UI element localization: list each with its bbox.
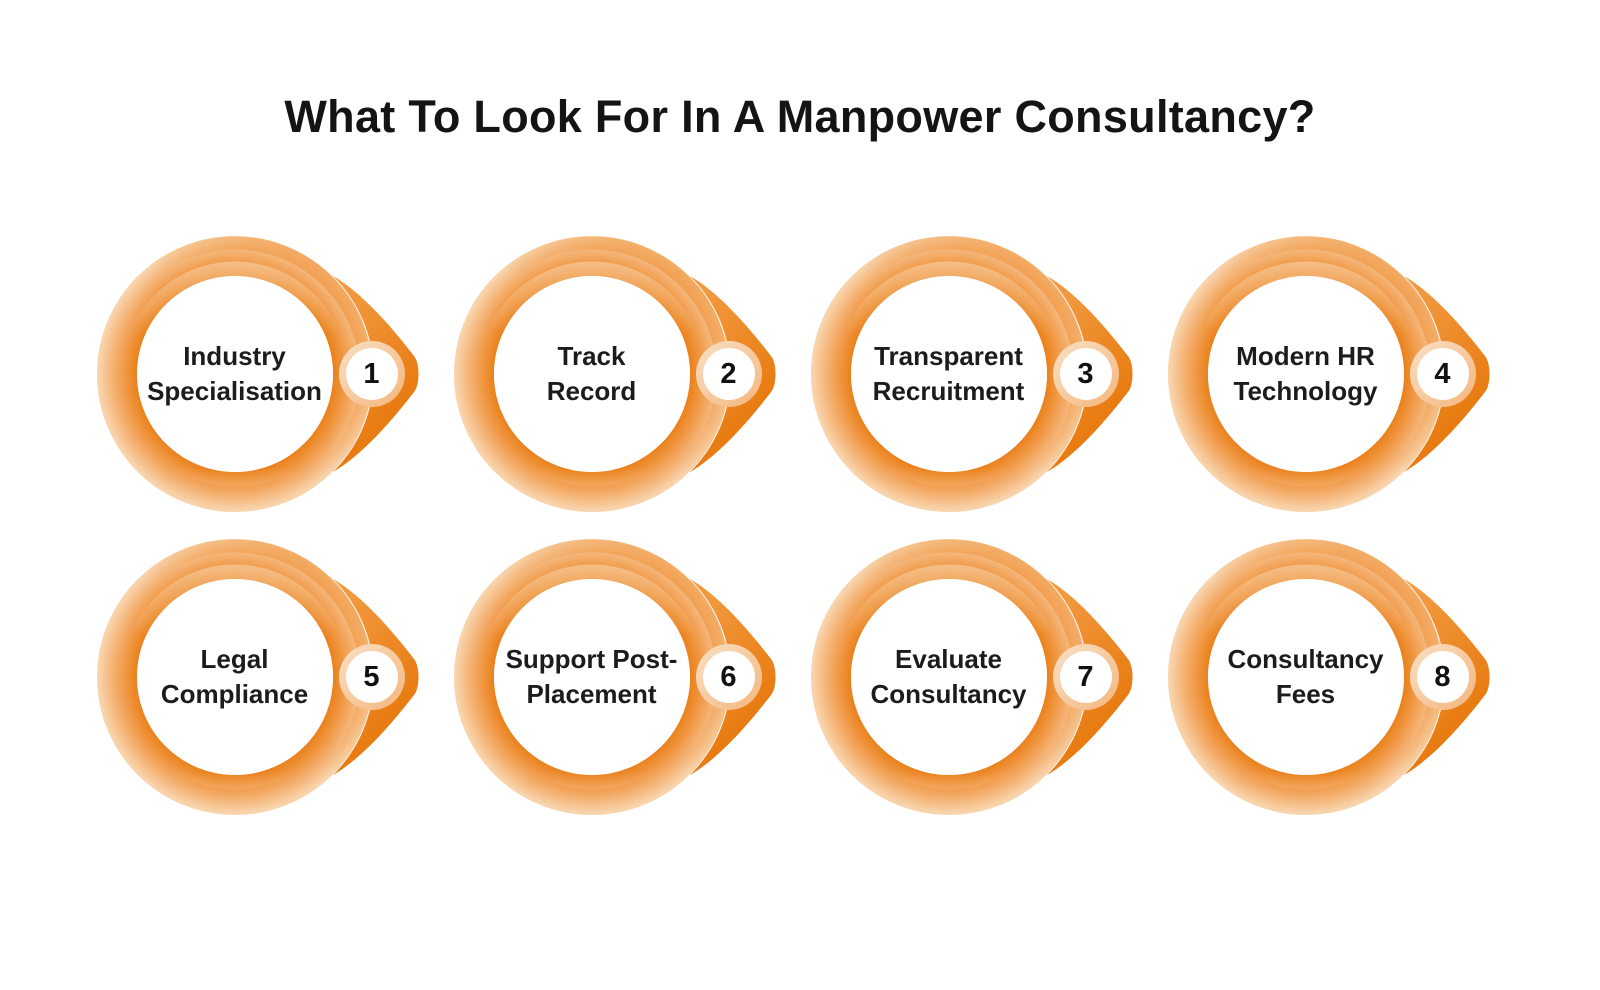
factor-label: Evaluate Consultancy (847, 625, 1051, 729)
factor-number-badge: 6 (720, 660, 737, 693)
factor-number-badge: 8 (1434, 660, 1451, 693)
factor-card-transparent-recruitment: Transparent Recruitment 3 (809, 232, 1149, 522)
factor-label-line: Modern HR (1236, 341, 1375, 371)
factor-label: Support Post- Placement (490, 625, 694, 729)
factor-label: Industry Specialisation (133, 322, 337, 426)
factor-label-line: Support Post- (505, 644, 678, 674)
factor-label: Consultancy Fees (1204, 625, 1408, 729)
factor-label-line: Technology (1233, 376, 1378, 406)
factor-label-line: Specialisation (147, 376, 322, 406)
factor-card-consultancy-fees: Consultancy Fees 8 (1166, 535, 1506, 825)
factors-grid: Industry Specialisation 1 Track Record 2… (0, 232, 1600, 825)
factor-label-line: Consultancy (870, 679, 1027, 709)
factor-card-evaluate-consultancy: Evaluate Consultancy 7 (809, 535, 1149, 825)
factor-card-modern-hr-technology: Modern HR Technology 4 (1166, 232, 1506, 522)
factor-card-legal-compliance: Legal Compliance 5 (95, 535, 435, 825)
factor-label-line: Evaluate (895, 644, 1002, 674)
factor-number-badge: 5 (363, 660, 380, 693)
factor-label-line: Fees (1275, 679, 1336, 709)
factor-label-line: Record (546, 376, 637, 406)
factor-label-line: Placement (526, 679, 657, 709)
factor-number-badge: 1 (363, 357, 380, 390)
factor-label-line: Recruitment (872, 376, 1025, 406)
factor-label-line: Legal (200, 644, 269, 674)
factor-label: Transparent Recruitment (847, 322, 1051, 426)
factor-number-badge: 7 (1077, 660, 1094, 693)
factor-label: Track Record (490, 322, 694, 426)
factor-label-line: Consultancy (1227, 644, 1384, 674)
infographic-canvas: What To Look For In A Manpower Consultan… (0, 90, 1600, 990)
factor-label-line: Industry (183, 341, 286, 371)
factor-number-badge: 3 (1077, 357, 1094, 390)
factor-card-industry-specialisation: Industry Specialisation 1 (95, 232, 435, 522)
page-title: What To Look For In A Manpower Consultan… (284, 91, 1316, 142)
factor-label: Legal Compliance (133, 625, 337, 729)
factor-label: Modern HR Technology (1204, 322, 1408, 426)
factor-number-badge: 2 (720, 357, 737, 390)
factor-label-line: Transparent (874, 341, 1023, 371)
factor-card-support-post-placement: Support Post- Placement 6 (452, 535, 792, 825)
factor-label-line: Compliance (160, 679, 309, 709)
factor-card-track-record: Track Record 2 (452, 232, 792, 522)
factor-label-line: Track (557, 341, 626, 371)
factor-number-badge: 4 (1434, 357, 1451, 390)
